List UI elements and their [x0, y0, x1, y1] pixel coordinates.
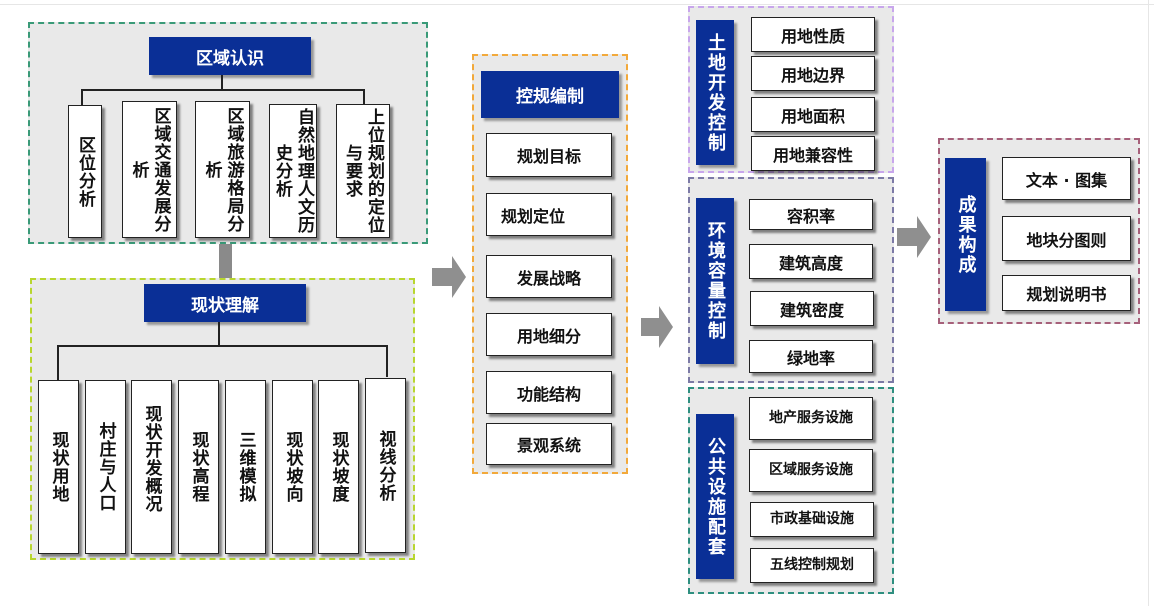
- capacity-item-green-ratio[interactable]: 绿地率: [749, 340, 873, 373]
- capacity-title: 环境容量控制: [696, 198, 734, 364]
- compile-item-land-subdivision[interactable]: 用地细分: [486, 313, 612, 356]
- current-drop-1: [57, 345, 59, 380]
- regional-item-upper-plan[interactable]: 上位规划的定位与要求: [336, 104, 390, 238]
- regional-connector-h: [81, 89, 364, 91]
- current-item-land-use[interactable]: 现状用地: [38, 380, 79, 554]
- land-item-nature[interactable]: 用地性质: [751, 17, 875, 52]
- compile-item-landscape[interactable]: 景观系统: [486, 423, 612, 465]
- land-item-area[interactable]: 用地面积: [751, 97, 875, 132]
- regional-item-natural[interactable]: 自然地理人文历史分析: [269, 104, 317, 238]
- results-item-explanation[interactable]: 规划说明书: [1002, 275, 1131, 311]
- capacity-item-density[interactable]: 建筑密度: [750, 291, 874, 326]
- regional-title: 区域认识: [149, 37, 311, 75]
- right-divider: [1148, 0, 1149, 606]
- current-connector-v: [218, 322, 220, 346]
- land-item-compatibility[interactable]: 用地兼容性: [751, 136, 875, 171]
- current-item-slope[interactable]: 现状坡度: [318, 380, 359, 554]
- facilities-item-five-lines[interactable]: 五线控制规划: [750, 548, 874, 583]
- facilities-title: 公共设施配套: [696, 414, 734, 579]
- current-drop-8: [386, 345, 388, 377]
- results-item-text-atlas[interactable]: 文本 · 图集: [1002, 157, 1131, 200]
- facilities-item-regional[interactable]: 区域服务设施: [749, 449, 873, 492]
- facilities-item-municipal[interactable]: 市政基础设施: [750, 502, 874, 537]
- compile-item-strategy[interactable]: 发展战略: [486, 255, 612, 298]
- results-title: 成果构成: [945, 158, 986, 311]
- regional-item-traffic[interactable]: 区域交通发展分析: [122, 101, 177, 238]
- regional-connector-v: [221, 75, 223, 90]
- compile-title: 控规编制: [481, 71, 619, 118]
- current-item-development[interactable]: 现状开发概况: [131, 380, 172, 554]
- current-item-sightline[interactable]: 视线分析: [365, 378, 406, 553]
- land-item-boundary[interactable]: 用地边界: [751, 56, 875, 91]
- regional-item-location[interactable]: 区位分析: [68, 105, 102, 238]
- flow-arrow-3: [897, 216, 931, 258]
- compile-item-goal[interactable]: 规划目标: [486, 133, 612, 177]
- regional-drop-1: [81, 89, 83, 105]
- flow-arrow-1: [432, 256, 466, 298]
- compile-item-function-structure[interactable]: 功能结构: [486, 371, 612, 414]
- current-connector-h: [57, 345, 387, 347]
- facilities-item-real-estate[interactable]: 地产服务设施: [749, 397, 873, 440]
- current-item-aspect[interactable]: 现状坡向: [272, 380, 313, 554]
- capacity-item-height[interactable]: 建筑高度: [749, 244, 873, 279]
- capacity-item-far[interactable]: 容积率: [749, 199, 873, 230]
- regional-item-tourism[interactable]: 区域旅游格局分析: [195, 101, 250, 238]
- flow-arrow-2: [641, 306, 673, 348]
- land-title: 土地开发控制: [696, 20, 734, 165]
- current-item-3d-simulation[interactable]: 三维模拟: [225, 380, 266, 554]
- compile-item-positioning[interactable]: 规划定位: [486, 193, 612, 236]
- results-item-parcel-maps[interactable]: 地块分图则: [1002, 216, 1131, 261]
- current-item-village-population[interactable]: 村庄与人口: [85, 380, 126, 554]
- current-title: 现状理解: [144, 284, 306, 322]
- top-divider: [0, 4, 1154, 5]
- regional-drop-5: [363, 89, 365, 105]
- group-link-connector: [219, 244, 232, 278]
- current-item-elevation[interactable]: 现状高程: [178, 380, 219, 554]
